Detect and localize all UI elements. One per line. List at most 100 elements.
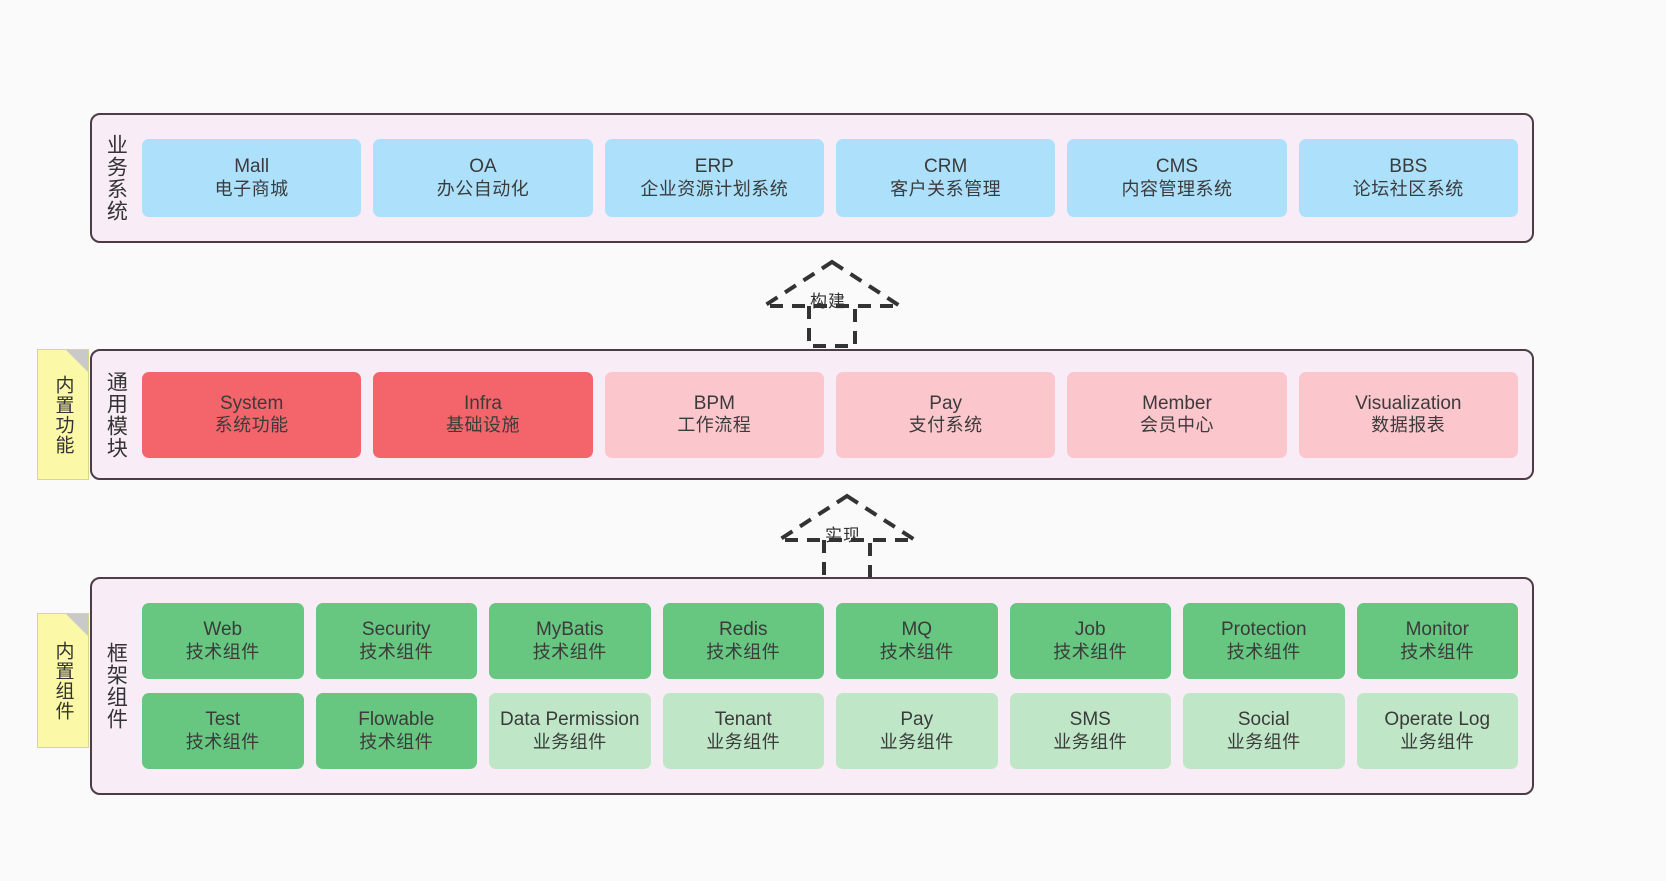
node-erp[interactable]: ERP 企业资源计划系统 [604,139,824,217]
node-mq-en: MQ [901,619,933,641]
node-flowable-en: Flowable [358,709,435,731]
node-tenant-cn: 业务组件 [706,731,781,752]
note-fold-icon [66,350,88,372]
node-operate-log[interactable]: Operate Log 业务组件 [1356,693,1518,769]
node-monitor-cn: 技术组件 [1400,641,1475,662]
node-tenant-en: Tenant [714,709,772,731]
node-test[interactable]: Test 技术组件 [142,693,304,769]
node-social[interactable]: Social 业务组件 [1183,693,1345,769]
node-sms-cn: 业务组件 [1053,731,1128,752]
node-bbs-cn: 论坛社区系统 [1352,178,1464,199]
node-erp-cn: 企业资源计划系统 [640,178,789,199]
node-monitor[interactable]: Monitor 技术组件 [1356,603,1518,679]
node-oa-en: OA [469,156,497,178]
node-cms[interactable]: CMS 内容管理系统 [1067,139,1287,217]
node-oa[interactable]: OA 办公自动化 [373,139,593,217]
layer-title-business-system: 业务系统 [104,134,128,222]
node-mybatis[interactable]: MyBatis 技术组件 [489,603,651,679]
connector-build-label: 构建 [810,292,846,311]
node-infra[interactable]: Infra 基础设施 [373,371,593,458]
node-protection-cn: 技术组件 [1226,641,1301,662]
node-operate-log-en: Operate Log [1384,709,1491,731]
node-cms-cn: 内容管理系统 [1121,178,1233,199]
connector-implement-arrow-icon [772,493,922,582]
layer-business-system[interactable]: 业务系统 Mall 电子商城 OA 办公自动化 ERP 企业资源计划系统 CRM… [90,113,1534,243]
node-pay-en: Pay [929,392,963,414]
node-security[interactable]: Security 技术组件 [315,603,477,679]
node-flowable-cn: 技术组件 [359,731,434,752]
node-data-permission-en: Data Permission [500,709,640,731]
note-builtin-function[interactable]: 内置功能 [37,349,89,480]
node-pay[interactable]: Pay 支付系统 [835,371,1056,458]
connector-build-arrow-icon [757,259,907,348]
layer-title-framework-component: 框架组件 [104,642,128,730]
node-pay-cn: 支付系统 [908,415,983,436]
node-mq-cn: 技术组件 [879,641,954,662]
node-data-permission-cn: 业务组件 [532,731,607,752]
node-protection[interactable]: Protection 技术组件 [1183,603,1345,679]
node-infra-cn: 基础设施 [445,415,520,436]
node-member-en: Member [1142,392,1212,414]
node-mall[interactable]: Mall 电子商城 [142,139,362,217]
node-mybatis-cn: 技术组件 [532,641,607,662]
layer-body-common-module: System 系统功能 Infra 基础设施 BPM 工作流程 Pay 支付系统… [138,351,1532,478]
node-sms-en: SMS [1069,709,1111,731]
framework-row-technical: Web 技术组件 Security 技术组件 MyBatis 技术组件 Redi… [142,603,1518,679]
node-job-cn: 技术组件 [1053,641,1128,662]
node-redis-en: Redis [718,619,768,641]
node-pay-component-cn: 业务组件 [879,731,954,752]
layer-title-common-module: 通用模块 [104,370,128,459]
node-monitor-en: Monitor [1405,619,1469,641]
node-system-en: System [219,392,284,414]
node-operate-log-cn: 业务组件 [1400,731,1475,752]
node-job[interactable]: Job 技术组件 [1009,603,1171,679]
node-crm-cn: 客户关系管理 [890,178,1002,199]
node-pay-component[interactable]: Pay 业务组件 [836,693,998,769]
connector-implement-label: 实现 [825,526,861,545]
layer-body-framework-component: Web 技术组件 Security 技术组件 MyBatis 技术组件 Redi… [138,565,1532,807]
node-tenant[interactable]: Tenant 业务组件 [662,693,824,769]
node-bpm-en: BPM [693,392,735,414]
node-pay-component-en: Pay [900,709,934,731]
node-web[interactable]: Web 技术组件 [142,603,304,679]
node-security-en: Security [361,619,431,641]
note-builtin-component[interactable]: 内置组件 [37,613,89,748]
node-visualization-cn: 数据报表 [1371,415,1446,436]
node-test-cn: 技术组件 [185,731,260,752]
framework-row-business: Test 技术组件 Flowable 技术组件 Data Permission … [142,693,1518,769]
node-bbs[interactable]: BBS 论坛社区系统 [1298,139,1518,217]
node-cms-en: CMS [1155,156,1199,178]
node-data-permission[interactable]: Data Permission 业务组件 [489,693,651,769]
node-mybatis-en: MyBatis [535,619,604,641]
node-bbs-en: BBS [1389,156,1428,178]
node-job-en: Job [1074,619,1106,641]
layer-framework-component[interactable]: 框架组件 Web 技术组件 Security 技术组件 MyBatis 技术组件… [90,577,1534,795]
node-redis-cn: 技术组件 [706,641,781,662]
node-bpm[interactable]: BPM 工作流程 [604,371,824,458]
layer-body-business-system: Mall 电子商城 OA 办公自动化 ERP 企业资源计划系统 CRM 客户关系… [138,115,1532,241]
node-oa-cn: 办公自动化 [436,178,530,199]
note-fold-icon [66,614,88,636]
node-member-cn: 会员中心 [1139,415,1214,436]
node-mall-cn: 电子商城 [214,178,289,199]
connector-build: 构建 [752,256,912,348]
node-test-en: Test [205,709,241,731]
node-mq[interactable]: MQ 技术组件 [836,603,998,679]
node-crm-en: CRM [924,156,968,178]
node-redis[interactable]: Redis 技术组件 [662,603,824,679]
note-builtin-function-label: 内置功能 [52,374,74,455]
node-web-cn: 技术组件 [185,641,260,662]
node-system-cn: 系统功能 [214,415,289,436]
node-erp-en: ERP [694,156,734,178]
node-sms[interactable]: SMS 业务组件 [1009,693,1171,769]
node-member[interactable]: Member 会员中心 [1067,371,1287,458]
node-flowable[interactable]: Flowable 技术组件 [315,693,477,769]
node-system[interactable]: System 系统功能 [142,371,362,458]
layer-common-module[interactable]: 通用模块 System 系统功能 Infra 基础设施 BPM 工作流程 Pay… [90,349,1534,480]
node-crm[interactable]: CRM 客户关系管理 [835,139,1056,217]
node-mall-en: Mall [234,156,270,178]
node-visualization[interactable]: Visualization 数据报表 [1298,371,1518,458]
connector-implement: 实现 [767,490,927,582]
note-builtin-component-label: 内置组件 [52,640,74,721]
